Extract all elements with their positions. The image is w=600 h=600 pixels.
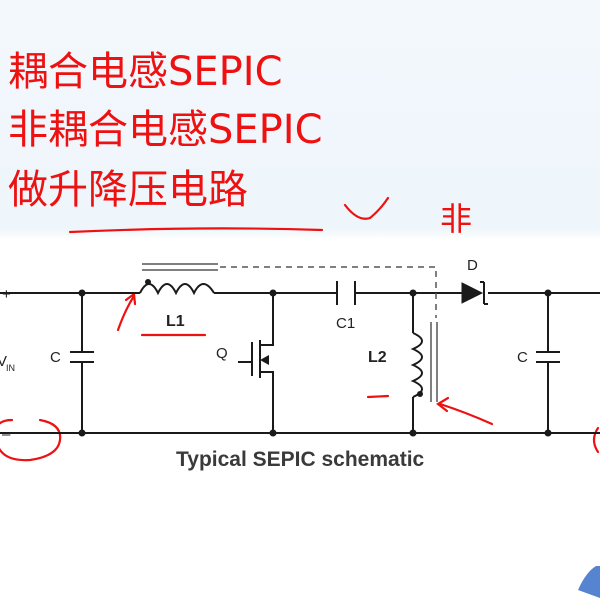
mosfet-gate (238, 342, 253, 376)
circle-right-edge (592, 426, 600, 454)
label-c-in: C (50, 349, 61, 366)
diode-bar (480, 281, 488, 305)
diode-body (461, 282, 484, 304)
logo-fragment (578, 566, 600, 598)
label-minus: – (2, 426, 11, 443)
label-c-out: C (517, 349, 528, 366)
coupling-dashed-link (220, 266, 437, 318)
annotation-buck-boost: 做升降压电路 (8, 167, 248, 213)
label-vin: V (0, 353, 7, 370)
mosfet-source-wire (260, 371, 274, 433)
label-d: D (467, 257, 478, 274)
arrow-to-l1 (116, 291, 137, 332)
check-mark (343, 196, 390, 220)
arrow-to-l2 (436, 396, 494, 426)
label-plus: + (2, 286, 11, 303)
annotation-uncoupled-sepic: 非耦合电感SEPIC (8, 107, 323, 153)
handwritten-char: 非 (440, 200, 472, 238)
l2-polarity-dot (417, 391, 423, 397)
label-q: Q (216, 345, 228, 362)
inductor-l2 (410, 332, 423, 398)
handwritten-marks (0, 196, 600, 462)
inductor-l1 (139, 283, 215, 296)
junction-dot (409, 429, 417, 437)
l1-polarity-dot (145, 279, 151, 285)
junction-dot (544, 289, 552, 297)
label-c1: C1 (336, 315, 355, 332)
schematic-caption: Typical SEPIC schematic (176, 448, 425, 471)
mosfet-arrow (260, 355, 269, 365)
junction-dot (269, 289, 277, 297)
label-vin-subscript: IN (6, 363, 15, 373)
annotation-coupled-sepic: 耦合电感SEPIC (8, 49, 283, 95)
mosfet-drain-wire (260, 293, 274, 346)
circle-minus-terminal (0, 418, 62, 462)
junction-dot (544, 429, 552, 437)
junction-dot (78, 429, 86, 437)
junction-dot (409, 289, 417, 297)
label-l1: L1 (166, 313, 185, 330)
junction-dot (78, 289, 86, 297)
label-l2: L2 (368, 349, 387, 366)
underline-mark (68, 227, 324, 234)
dash-mark-l2 (366, 394, 390, 399)
junction-dot (269, 429, 277, 437)
